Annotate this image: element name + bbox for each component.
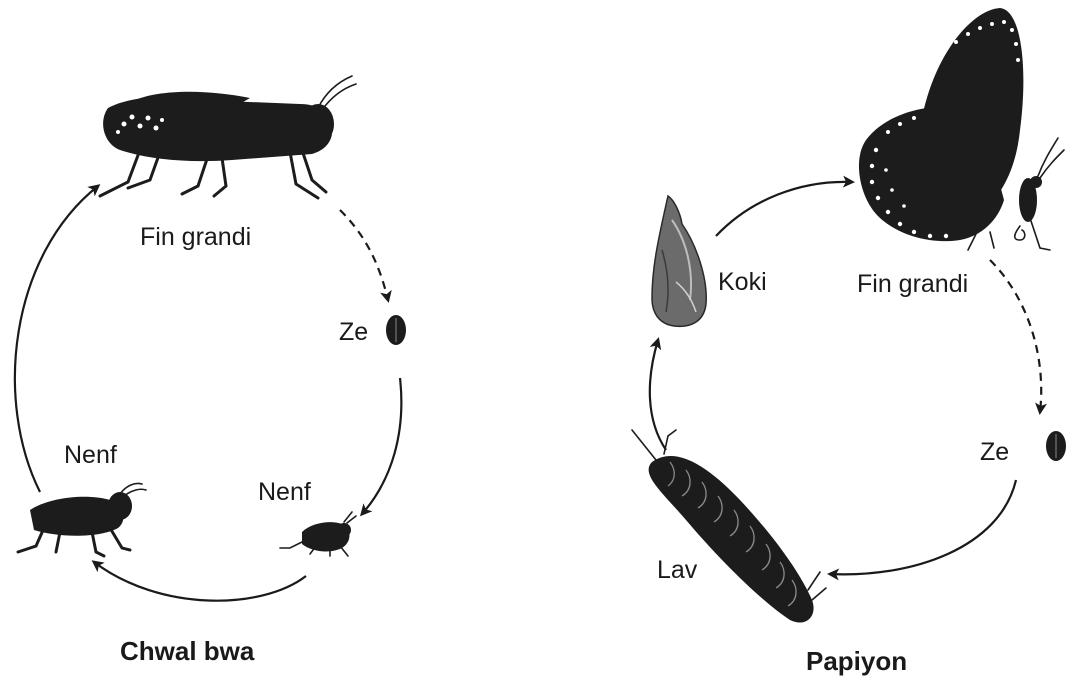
- butterfly-cycle: Fin grandi Ze: [632, 8, 1066, 676]
- gh-adult-label: Fin grandi: [140, 223, 251, 251]
- small-nymph-illustration: [280, 512, 356, 556]
- large-nymph-illustration: [18, 483, 146, 556]
- gh-egg-label: Ze: [339, 318, 368, 346]
- bf-larva-label: Lav: [657, 556, 698, 584]
- grasshopper-cycle: Fin grandi Ze Nenf: [15, 76, 406, 666]
- bf-egg-label: Ze: [980, 438, 1009, 466]
- bf-arrow-pupa-to-adult: [716, 182, 852, 236]
- bf-arrow-adult-to-egg: [990, 260, 1041, 412]
- pupa-illustration: [652, 196, 706, 326]
- gh-nymph-large-label: Nenf: [64, 441, 117, 469]
- adult-butterfly-illustration: [859, 8, 1064, 250]
- bf-adult-label: Fin grandi: [857, 270, 968, 298]
- adult-grasshopper-illustration: [100, 76, 356, 198]
- bf-cycle-title: Papiyon: [806, 646, 907, 676]
- bf-pupa-label: Koki: [718, 268, 767, 296]
- gh-arrow-egg-to-nymph: [362, 378, 401, 514]
- gh-nymph-small-label: Nenf: [258, 478, 311, 506]
- bf-arrow-larva-to-pupa: [650, 340, 666, 450]
- gh-cycle-title: Chwal bwa: [120, 636, 255, 666]
- bf-arrow-egg-to-larva: [830, 480, 1016, 574]
- caterpillar-illustration: [632, 430, 826, 623]
- gh-arrow-adult-to-egg: [340, 210, 388, 300]
- gh-arrow-nymph-to-nymph: [94, 562, 306, 601]
